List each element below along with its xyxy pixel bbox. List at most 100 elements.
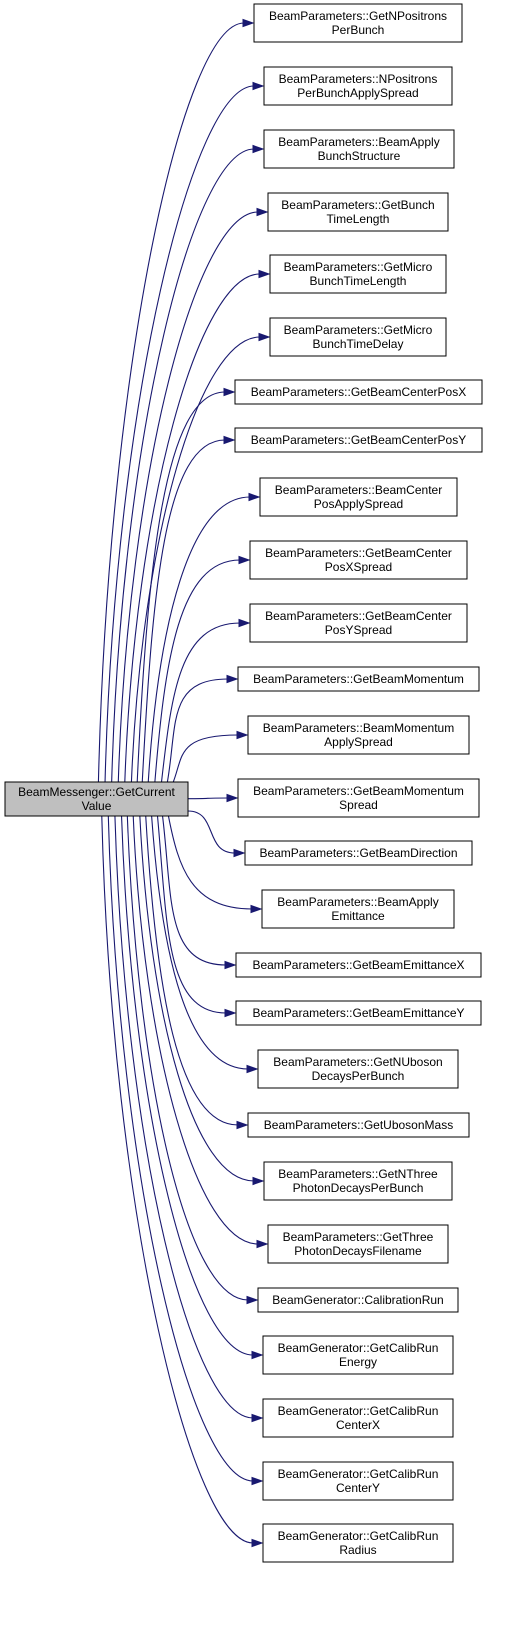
callee-node-box [247, 1112, 470, 1138]
node-label: Spread [339, 798, 378, 812]
node-label: BeamParameters::GetBeamEmittanceX [252, 958, 464, 972]
node-label: BunchTimeLength [310, 274, 407, 288]
node-label: BeamParameters::GetBeamMomentum [253, 672, 464, 686]
callee-node[interactable]: BeamParameters::GetNThreePhotonDecaysPer… [263, 1161, 453, 1201]
node-label: BeamParameters::BeamMomentum [263, 721, 454, 735]
node-label: BeamParameters::BeamApply [278, 135, 439, 149]
call-edge [151, 815, 249, 1070]
arrowhead [258, 269, 271, 279]
arrowhead [238, 555, 251, 565]
arrowhead [256, 207, 269, 217]
callee-node[interactable]: BeamParameters::GetThreePhotonDecaysFile… [267, 1224, 449, 1264]
node-label: PhotonDecaysFilename [294, 1244, 422, 1258]
node-label: BeamParameters::GetBeamDirection [259, 846, 457, 860]
node-label: BeamParameters::NPositrons [279, 72, 438, 86]
callee-node[interactable]: BeamParameters::NPositronsPerBunchApplyS… [263, 66, 453, 106]
callee-node-box [234, 427, 483, 453]
callee-node[interactable]: BeamParameters::GetBeamCenterPosY [234, 427, 483, 453]
callee-node-box [249, 540, 468, 580]
call-edge [120, 815, 254, 1356]
callee-node-box [234, 379, 483, 405]
callee-node-box [244, 840, 473, 866]
call-edge [166, 678, 229, 783]
callee-node-box [262, 1461, 454, 1501]
callee-node[interactable]: BeamGenerator::CalibrationRun [257, 1287, 459, 1313]
callee-node[interactable]: BeamParameters::GetBeamEmittanceY [235, 1000, 482, 1026]
arrowhead [226, 674, 239, 684]
call-edge [107, 815, 254, 1482]
node-label: BeamParameters::GetBeamCenterPosX [251, 385, 466, 399]
callee-node-box [235, 1000, 482, 1026]
node-label: BeamParameters::GetBeamCenter [265, 546, 452, 560]
call-nodes: BeamMessenger::GetCurrentValueBeamParame… [4, 3, 483, 1563]
call-edge [114, 815, 254, 1419]
arrowhead [258, 332, 271, 342]
node-label: BeamGenerator::CalibrationRun [272, 1293, 443, 1307]
callee-node-box [267, 192, 449, 232]
node-label: PerBunchApplySpread [297, 86, 418, 100]
callee-node[interactable]: BeamParameters::GetBeamDirection [244, 840, 473, 866]
node-label: BeamParameters::GetNThree [278, 1167, 438, 1181]
node-label: BunchTimeDelay [313, 337, 404, 351]
node-label: ApplySpread [324, 735, 393, 749]
callee-node[interactable]: BeamParameters::GetBeamEmittanceX [235, 952, 482, 978]
callee-node-box [247, 715, 470, 755]
node-label: BeamParameters::GetThree [283, 1230, 434, 1244]
arrowhead [233, 848, 246, 858]
callee-node[interactable]: BeamParameters::GetUbosonMass [247, 1112, 470, 1138]
node-label: BeamGenerator::GetCalibRun [278, 1404, 439, 1418]
node-label: PhotonDecaysPerBunch [293, 1181, 424, 1195]
call-edge [124, 273, 261, 783]
call-edge [136, 391, 226, 783]
node-label: BeamMessenger::GetCurrent [18, 785, 175, 799]
call-edge [97, 22, 245, 783]
arrowhead [252, 1176, 265, 1186]
arrowhead [250, 904, 263, 914]
callee-node-box [259, 477, 458, 517]
call-edge [111, 148, 255, 783]
arrowhead [251, 1538, 264, 1548]
node-label: DecaysPerBunch [312, 1069, 405, 1083]
callee-node[interactable]: BeamParameters::GetBeamCenterPosX [234, 379, 483, 405]
call-edge [145, 815, 239, 1126]
call-edge [117, 211, 259, 783]
callee-node[interactable]: BeamParameters::GetBeamMomentum [237, 666, 480, 692]
callee-node-box [257, 1049, 459, 1089]
node-label: BeamParameters::BeamCenter [275, 483, 442, 497]
callee-node-box [253, 3, 463, 43]
call-edge [126, 815, 249, 1301]
node-label: BeamParameters::GetBunch [281, 198, 434, 212]
node-label: BeamGenerator::GetCalibRun [278, 1529, 439, 1543]
arrowhead [251, 1350, 264, 1360]
arrowhead [246, 1295, 259, 1305]
callee-node-box [262, 1523, 454, 1563]
node-label: PosXSpread [325, 560, 392, 574]
callee-node-box [263, 129, 455, 169]
call-edge [156, 815, 227, 1014]
call-edge [167, 815, 253, 910]
node-label: BeamParameters::GetNPositrons [269, 9, 447, 23]
arrowhead [226, 793, 239, 803]
arrowhead [223, 435, 236, 445]
call-edges [97, 18, 271, 1548]
callee-node-box [263, 66, 453, 106]
callee-node-box [262, 1335, 454, 1375]
